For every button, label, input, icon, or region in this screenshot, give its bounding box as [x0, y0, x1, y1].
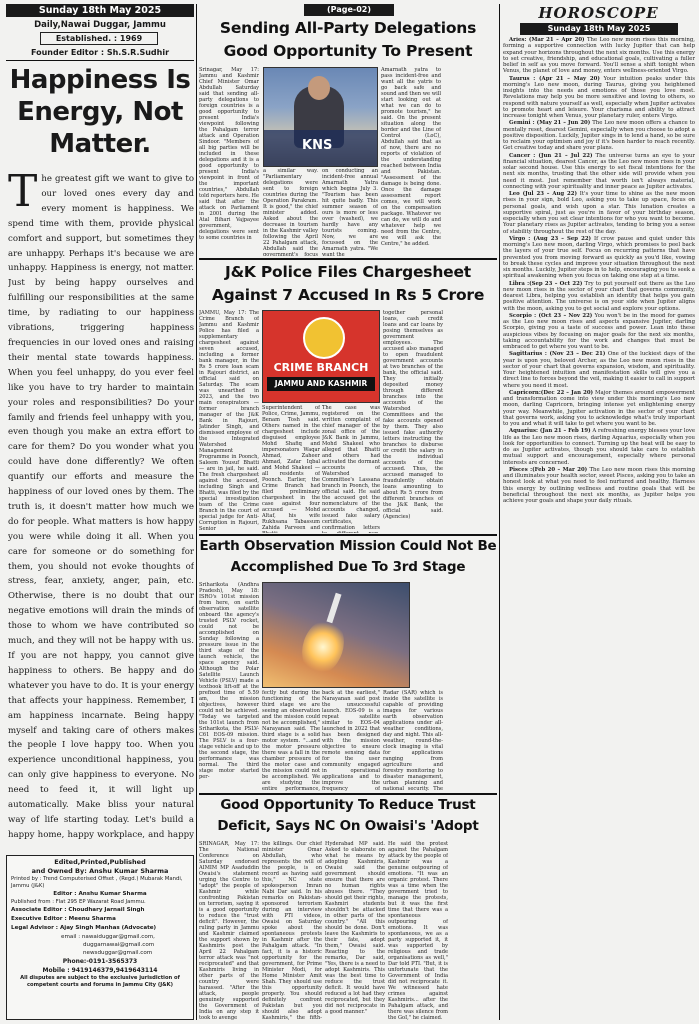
masthead-established: Established. : 1969 [40, 32, 158, 45]
imprint-heading2: and Owned By: Anshu Kumar Sharma [31, 867, 169, 875]
horoscope-sign: Gemini : (May 21 – Jun 20) [509, 120, 591, 127]
horoscope-text: If crow pause and quiet under this morni… [503, 235, 695, 280]
imprint-printed-by: Printed by : Trend Computerised Offset ,… [11, 876, 183, 889]
horoscope-text: The Leo new moon offers a chance to ment… [503, 120, 695, 152]
horoscope-sign: Aries: (Mar 21 – Apr 20) [509, 37, 585, 43]
omar-headline: Sending All-Party Delegations Good Oppor… [219, 19, 477, 60]
crime-col2: Superintendent of Police, Crime, Jammu, … [262, 405, 320, 533]
horoscope-entry: Taurus : (Apr 21 – May 20) Your intuitio… [503, 76, 695, 120]
isro-col4: Radar (SAR) which is inside the satellit… [383, 690, 443, 792]
omar-photo: KNS [263, 67, 378, 167]
horoscope-entry: Leo (Jul 23 – Aug 22) It's your time to … [503, 191, 695, 235]
omar-col3: on conducting an incident-free annual Am… [322, 168, 378, 256]
horoscope-text: You won't be in the mood for games as th… [503, 312, 695, 350]
horoscope-sign: Leo (Jul 23 – Aug 22) [509, 191, 577, 197]
horoscope-date: Sunday 18th May 2025 [520, 23, 678, 35]
email-2[interactable]: duggarnawai@gmail.com [83, 942, 155, 948]
email-3[interactable]: newsduggar@gmail.com [83, 950, 153, 956]
imprint-email-block: email : nawaiduggar@gmail.com, duggarnaw… [11, 933, 189, 957]
email-label: email : [61, 934, 81, 940]
horoscope-text: It's your time to shine as the new moon … [503, 191, 695, 235]
nc-col4: He said the protest against the Pahalgam… [388, 841, 448, 1021]
horoscope-text: Your intuition peaks under this morning'… [503, 75, 695, 120]
horoscope-text: Major themes around empowerment and tran… [503, 389, 695, 427]
nc-headline: Good Opportunity To Reduce Trust Deficit… [217, 797, 479, 834]
omar-col4: Amarnath yatra to pass incident-free and… [381, 67, 441, 247]
horoscope-entry: Gemini : (May 21 – Jun 20) The Leo new m… [503, 120, 695, 151]
horoscope-entry: Libra :(Sep 23 – Oct 22) Try to put your… [503, 281, 695, 312]
rocket-launch-photo [262, 582, 410, 688]
imprint-published: Published from : Flat 295 EP Wazarat Roa… [11, 899, 146, 905]
isro-col2: fectly but during the functioning of the… [262, 690, 320, 792]
crime-branch-graphic: CRIME BRANCH JAMMU AND KASHMIR [262, 310, 380, 403]
horoscope-sign: Libra :(Sep 23 – Oct 22) [509, 280, 583, 287]
omar-col1: Srinagar, May 17: Jammu and Kashmir Chie… [199, 67, 259, 241]
imprint-legal: Legal Advisor : Ajay Singh Manhas (Advoc… [11, 925, 157, 931]
horoscope-sign: Pisces :(Feb 20 – Mar 20) [509, 466, 588, 473]
rocket-flame [295, 614, 351, 680]
horoscope-sign: Taurus : (Apr 21 – May 20) [509, 75, 600, 82]
isro-col3: back at the earliest," Narayanan said po… [322, 690, 380, 792]
nc-col1: SRINAGAR, May 17: The National Conferenc… [199, 841, 259, 1021]
imprint-assoc-editor: Associate Editor : Choudhary Jarnail Sin… [11, 907, 145, 913]
imprint-editor: Editor : Anshu Kumar Sharma [53, 891, 147, 897]
horoscope-entry: Aries: (Mar 21 – Apr 20) The Leo new moo… [503, 37, 695, 75]
imprint-mobile: Mobile : 9419146379,9419643114 [42, 967, 158, 974]
masthead-founder: Founder Editor : Sh.S.R.Sudhir [30, 48, 170, 57]
horoscope-entry: Aquarius: (Jan 21 – Feb 19) A refreshing… [503, 428, 695, 466]
horoscope-text: The universe turns an eye to your financ… [503, 152, 695, 190]
nc-col3: Hyderabad MP said. Asked to elaborate on… [325, 841, 385, 1015]
horoscope-sign: Virgo : (Aug 23 – Sep 22) [509, 235, 592, 242]
dropcap: T [8, 172, 38, 217]
horoscope-text: The Leo new moon rises this morning, for… [503, 37, 695, 75]
masthead-paper: Daily,Nawai Duggar, Jammu [34, 20, 166, 30]
omar-col2: a similar way. "Parliamentary delegation… [263, 168, 318, 256]
horoscope-text: One of the luckiest days of the year is … [503, 351, 695, 389]
horoscope-text: Try to put yourself out there as the Leo… [503, 280, 695, 312]
horoscope-sign: Aquarius: (Jan 21 – Feb 19) [509, 428, 591, 435]
crime-headline: J&K Police Files Chargesheet Against 7 A… [211, 263, 485, 304]
imprint-phone: Phone:-0191-3565373 [62, 958, 138, 965]
masthead-date: Sunday 18th May 2025 [6, 4, 194, 17]
imprint-exec-editor: Executive Editor : Meenu Sharma [11, 916, 116, 922]
photo-caption: KNS [302, 138, 333, 153]
podium [264, 130, 377, 166]
horoscope-title: HOROSCOPE [538, 4, 659, 22]
horoscope-entry: Virgo : (Aug 23 – Sep 22) If crow pause … [503, 236, 695, 280]
page-number: (Page-02) [304, 4, 394, 16]
isro-col1: Sriharikota (Andhra Pradesh), May 18: IS… [199, 582, 259, 780]
horoscope-sign: Scorpio : (Oct 23 – Nov 22) [509, 312, 593, 319]
person-head [308, 76, 330, 100]
horoscope-sign: Capricorn:(Dec 22 – Jan 20) [509, 389, 594, 396]
imprint-box: Edited,Printed,Published and Owned By: A… [6, 855, 194, 1020]
horoscope-entry: Scorpio : (Oct 23 – Nov 22) You won't be… [503, 313, 695, 351]
editorial-title: Happiness Is Energy, Not Matter. [9, 65, 191, 159]
editorial-text: he greatest gift we want to give to our … [8, 174, 194, 840]
horoscope-entry: Cancer : (Jun 21 – Jul 22) The universe … [503, 153, 695, 191]
imprint-disclaimer: All disputes are subject to the exclusiv… [20, 975, 180, 988]
horoscope-entry: Sagittarius : (Nov 23 – Dec 21) One of t… [503, 351, 695, 389]
horoscope-entry: Capricorn:(Dec 22 – Jan 20) Major themes… [503, 390, 695, 428]
nc-col2: the killings. Our chief minister Omar Ab… [262, 841, 322, 1021]
isro-headline: Earth Observation Mission Could Not Be A… [199, 538, 497, 575]
horoscope-sign: Sagittarius : (Nov 23 – Dec 21) [509, 351, 606, 358]
graphic-line1: CRIME BRANCH [273, 361, 369, 374]
horoscope-sign: Cancer : (Jun 21 – Jul 22) [509, 152, 593, 159]
crime-col3: The case was registered on the written c… [322, 405, 380, 533]
crime-col4: together personal loans, cash credit loa… [383, 310, 443, 520]
horoscope-text: A refreshing energy blesses your love li… [503, 428, 695, 466]
horoscope-body: Aries: (Mar 21 – Apr 20) The Leo new moo… [503, 37, 695, 1021]
graphic-line2: JAMMU AND KASHMIR [267, 377, 375, 391]
horoscope-entry: Pisces :(Feb 20 – Mar 20) The Leo new mo… [503, 467, 695, 505]
crime-col1: JAMMU, May 17: The Crime Branch of Jammu… [199, 310, 259, 532]
imprint-heading1: Edited,Printed,Published [54, 858, 146, 866]
email-1[interactable]: nawaiduggar@gmail.com, [81, 934, 155, 940]
horoscope-text: The Leo new moon rises this morning and … [503, 466, 695, 504]
police-emblem-icon [303, 317, 345, 359]
